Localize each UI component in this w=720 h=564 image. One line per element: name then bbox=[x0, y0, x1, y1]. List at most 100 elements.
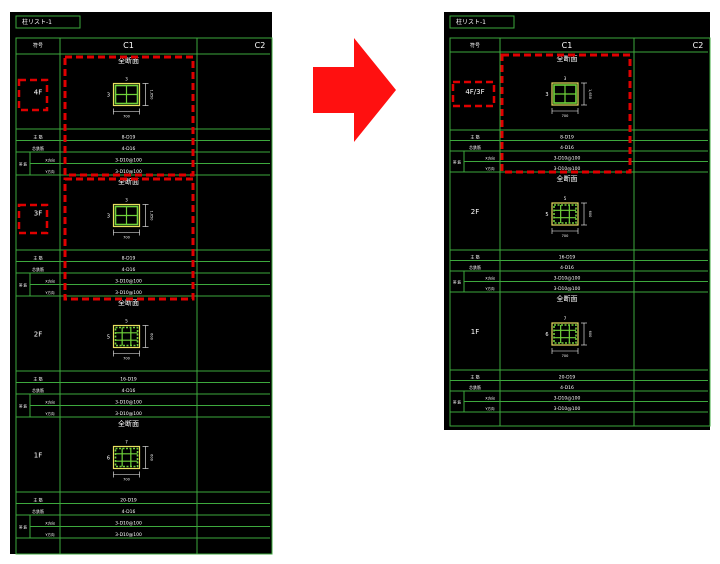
floor-2-row-0-label: 主 筋 bbox=[33, 376, 42, 382]
floor-0-section-title: 全断面 bbox=[557, 54, 578, 63]
floor-1-section-outline bbox=[112, 203, 141, 228]
highlight-3f-label bbox=[17, 203, 49, 235]
floor-1-section-title: 全断面 bbox=[557, 174, 578, 183]
floor-1-section-bar-count-side: 3 bbox=[107, 214, 110, 220]
floor-1-section-bar-count-side: 5 bbox=[545, 212, 548, 218]
floor-1-label: 2F bbox=[471, 208, 479, 216]
floor-2-row-1-value: 4-D16 bbox=[560, 385, 574, 391]
floor-1-hoop-label: 帯 筋 bbox=[19, 283, 28, 288]
floor-1-row-2-label: X方向 bbox=[485, 276, 495, 281]
floor-2-row-0-label: 主 筋 bbox=[470, 374, 479, 380]
floor-1-row-1-value: 4-D16 bbox=[560, 265, 574, 271]
list-title-box bbox=[449, 15, 515, 29]
floor-1-hoop-label: 帯 筋 bbox=[453, 280, 462, 285]
floor-0-section-outline bbox=[551, 82, 579, 106]
floor-1-section-depth-label: 600 bbox=[588, 211, 592, 218]
floor-3-row-1-label: 芯鉄筋 bbox=[32, 508, 44, 514]
floor-0-row-2-value: 3-D10@100 bbox=[554, 156, 581, 162]
floor-2-section-depth-label: 600 bbox=[150, 333, 154, 340]
column-c1-label: C1 bbox=[562, 41, 573, 50]
floor-1-section-width-label: 700 bbox=[123, 236, 130, 240]
floor-0-row-0-label: 主 筋 bbox=[470, 134, 479, 140]
floor-2-section-title: 全断面 bbox=[557, 294, 578, 303]
floor-3-row-2-value: 3-D10@100 bbox=[115, 521, 142, 527]
floor-1-section-title: 全断面 bbox=[118, 177, 139, 186]
floor-0-section-outline bbox=[112, 82, 141, 107]
floor-3-section-hoop bbox=[114, 447, 139, 468]
floor-3-label: 1F bbox=[34, 452, 42, 460]
floor-1-row-3-label: Y方向 bbox=[45, 290, 55, 295]
floor-0-row-3-label: Y方向 bbox=[485, 166, 495, 171]
floor-1-section-hoop bbox=[553, 204, 577, 224]
floor-1-row-0-label: 主 筋 bbox=[33, 255, 42, 261]
floor-3-section-title: 全断面 bbox=[118, 419, 139, 428]
floor-2-section-outline bbox=[112, 324, 141, 349]
floor-1-section-bar-count-top: 5 bbox=[564, 196, 567, 201]
floor-2-section-width-label: 700 bbox=[562, 354, 569, 358]
floor-1-row-2-label: X方向 bbox=[45, 279, 55, 284]
floor-2-row-3-value: 3-D10@100 bbox=[115, 411, 142, 417]
highlight-3f-section bbox=[63, 177, 195, 301]
floor-0-section-bar-count-top: 3 bbox=[564, 76, 567, 81]
floor-1-row-3-label: Y方向 bbox=[485, 286, 495, 291]
floor-2-row-0-value: 16-D19 bbox=[120, 377, 137, 383]
floor-0-row-0-value: 8-D19 bbox=[560, 135, 574, 141]
floor-2-section-depth-label: 600 bbox=[588, 331, 592, 338]
floor-1-row-2-value: 3-D10@100 bbox=[115, 279, 142, 285]
floor-0-row-3-value: 3-D10@100 bbox=[554, 166, 581, 172]
floor-2-row-1-label: 芯鉄筋 bbox=[469, 384, 481, 390]
floor-2-section-title: 全断面 bbox=[118, 298, 139, 307]
floor-2-row-2-value: 3-D10@100 bbox=[115, 400, 142, 406]
floor-2-row-3-label: Y方向 bbox=[485, 406, 495, 411]
floor-0-section-width-label: 700 bbox=[123, 115, 130, 119]
floor-2-row-2-label: X方向 bbox=[485, 396, 495, 401]
floor-1-section-depth-label: 1,650 bbox=[150, 210, 154, 220]
floor-0-label: 4F/3F bbox=[465, 88, 484, 96]
floor-3-section-bar-count-top: 7 bbox=[125, 440, 128, 445]
floor-0-row-2-value: 3-D10@100 bbox=[115, 158, 142, 164]
floor-1-label: 3F bbox=[34, 210, 42, 218]
floor-0-section-bar-count-side: 3 bbox=[107, 93, 110, 99]
floor-1-row-1-label: 芯鉄筋 bbox=[32, 266, 44, 272]
highlight-4f3f-section bbox=[500, 53, 632, 174]
floor-3-row-1-value: 4-D16 bbox=[122, 509, 136, 515]
floor-1-row-3-value: 3-D10@100 bbox=[115, 290, 142, 296]
floor-3-hoop-label: 帯 筋 bbox=[19, 525, 28, 530]
floor-2-row-3-value: 3-D10@100 bbox=[554, 406, 581, 412]
floor-0-section-bar-count-top: 3 bbox=[125, 77, 128, 82]
column-c2-label: C2 bbox=[255, 41, 266, 50]
floor-0-section-depth-label: 1,650 bbox=[588, 89, 592, 99]
list-title-box bbox=[15, 15, 81, 29]
floor-0-section-width-label: 700 bbox=[562, 114, 569, 118]
floor-3-row-2-label: X方向 bbox=[45, 521, 55, 526]
floor-3-section-outline bbox=[112, 445, 141, 470]
floor-1-row-3-value: 3-D10@100 bbox=[554, 286, 581, 292]
floor-1-row-1-value: 4-D16 bbox=[122, 267, 136, 273]
floor-0-row-0-value: 8-D19 bbox=[122, 135, 136, 141]
floor-2-section-hoop bbox=[114, 326, 139, 347]
floor-2-section-bar-count-top: 5 bbox=[125, 319, 128, 324]
floor-0-row-1-value: 4-D16 bbox=[560, 145, 574, 151]
floor-3-row-3-label: Y方向 bbox=[45, 532, 55, 537]
floor-2-hoop-label: 帯 筋 bbox=[453, 400, 462, 405]
floor-1-section-bar-count-top: 3 bbox=[125, 198, 128, 203]
highlight-4f-label bbox=[17, 78, 49, 112]
floor-0-section-depth-label: 1,650 bbox=[150, 89, 154, 99]
floor-1-row-2-value: 3-D10@100 bbox=[554, 276, 581, 282]
column-c1-label: C1 bbox=[123, 41, 134, 50]
floor-0-row-1-value: 4-D16 bbox=[122, 146, 136, 152]
floor-2-section-hoop bbox=[553, 324, 577, 344]
floor-2-row-0-value: 20-D19 bbox=[559, 375, 576, 381]
floor-3-section-width-label: 700 bbox=[123, 478, 130, 482]
floor-0-row-0-label: 主 筋 bbox=[33, 134, 42, 140]
floor-1-section-outline bbox=[551, 202, 579, 226]
header-label: 符号 bbox=[33, 42, 43, 49]
column-c2-label: C2 bbox=[693, 41, 704, 50]
floor-2-section-outline bbox=[551, 322, 579, 346]
floor-2-label: 1F bbox=[471, 328, 479, 336]
floor-2-section-width-label: 700 bbox=[123, 357, 130, 361]
floor-1-section-width-label: 700 bbox=[562, 234, 569, 238]
floor-0-row-3-label: Y方向 bbox=[45, 169, 55, 174]
